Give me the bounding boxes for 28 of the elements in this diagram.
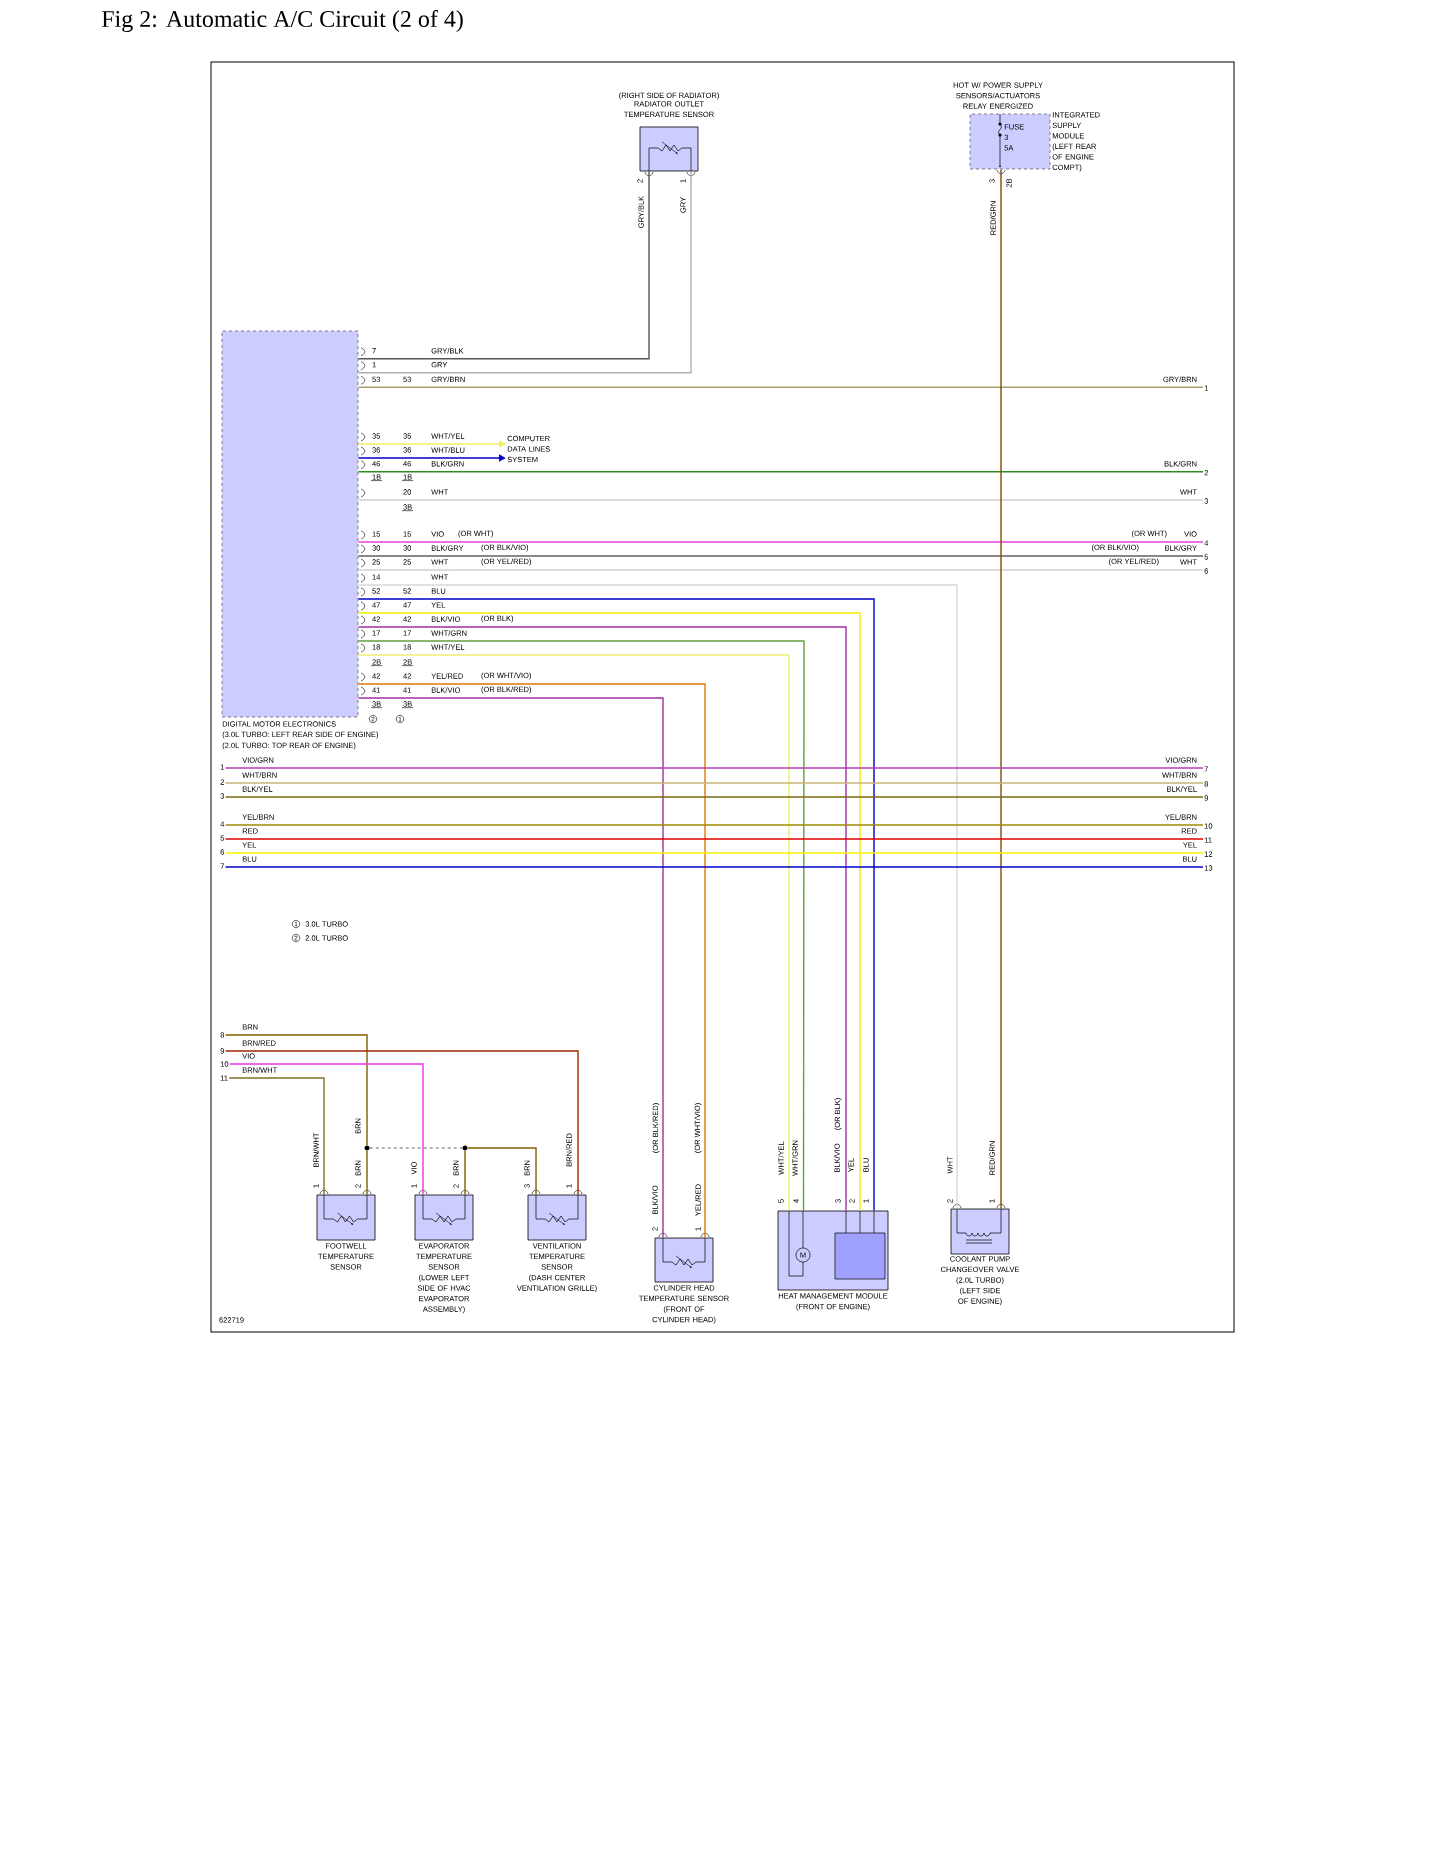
wire <box>224 1050 579 1196</box>
title: Fig 2: Automatic A/C Circuit (2 of 4) <box>101 9 463 33</box>
wire <box>366 1150 368 1196</box>
wire <box>224 767 1204 769</box>
wire <box>357 499 1204 501</box>
wire <box>224 866 1204 868</box>
wire <box>224 1034 368 1146</box>
wire <box>228 1077 325 1196</box>
wire <box>357 569 1204 571</box>
wire <box>224 852 1204 854</box>
wire <box>224 824 1204 826</box>
wire <box>357 454 506 462</box>
wire <box>357 386 1204 388</box>
wire <box>357 471 1204 473</box>
wire <box>1000 168 1002 1210</box>
wire <box>357 541 1204 543</box>
wire <box>224 782 1204 784</box>
wire <box>357 440 506 448</box>
wire <box>357 555 1204 557</box>
wire <box>224 838 1204 840</box>
wire <box>357 170 692 374</box>
wire <box>357 584 958 1210</box>
wire <box>357 170 650 360</box>
wire <box>224 796 1204 798</box>
wire <box>369 1147 463 1149</box>
wire <box>464 1150 466 1196</box>
wire <box>467 1147 537 1196</box>
wire <box>229 1063 424 1196</box>
